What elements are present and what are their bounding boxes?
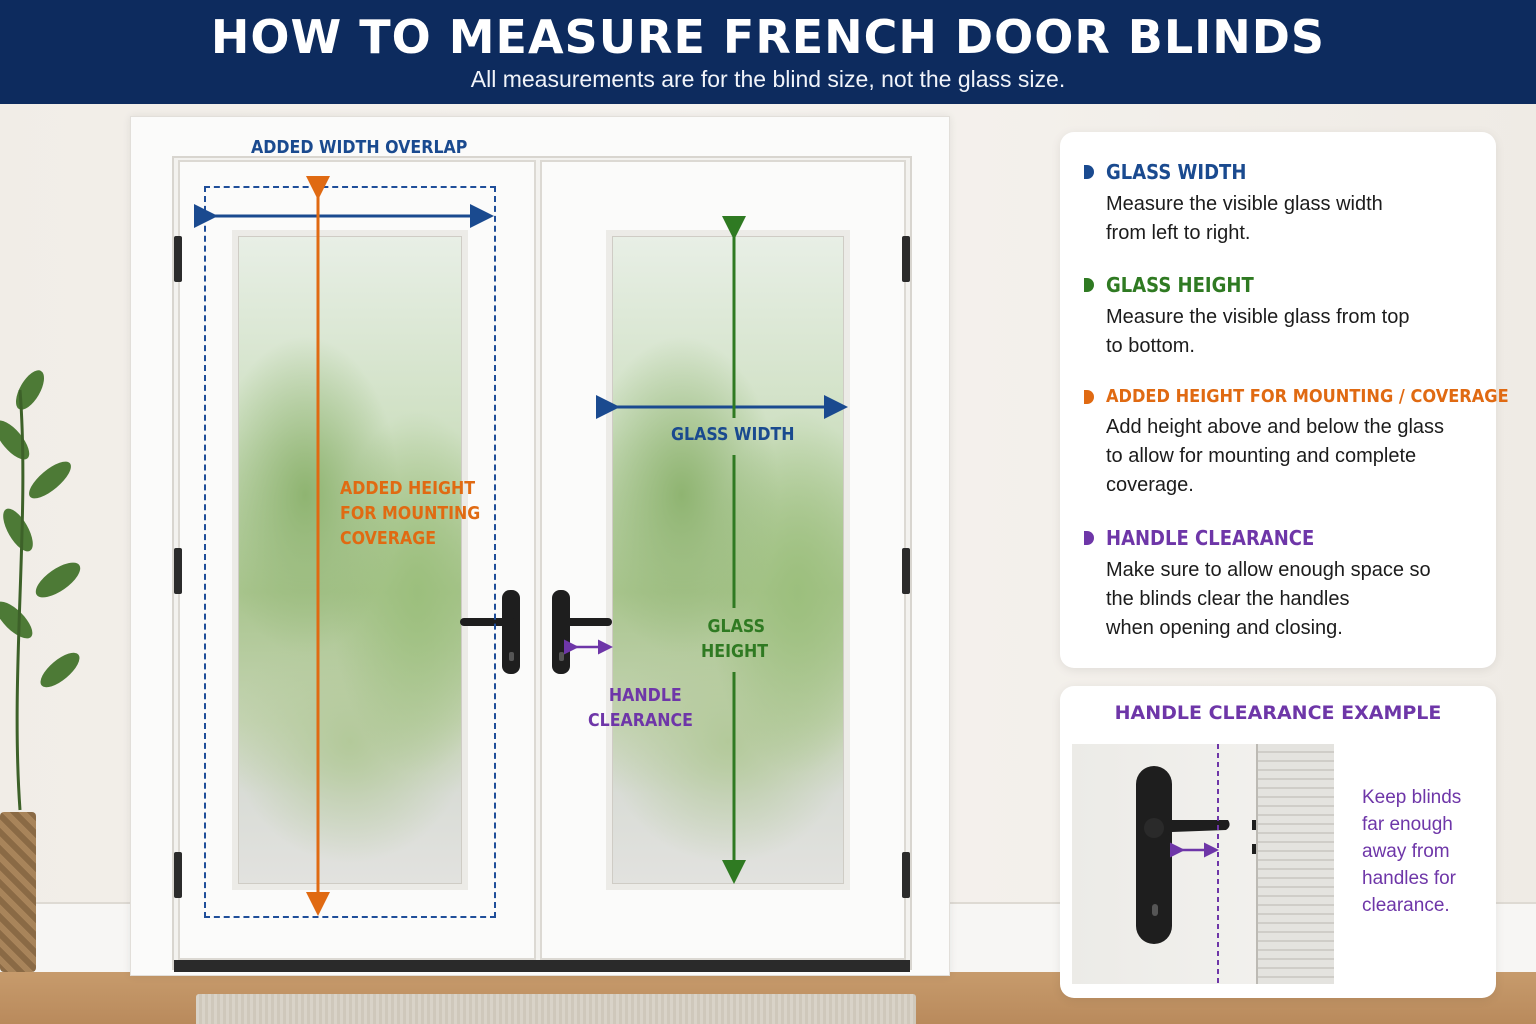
example-handle-plate	[1136, 766, 1172, 944]
section-body: Measure the visible glass width from lef…	[1106, 193, 1383, 244]
example-note: Keep blinds far enough away from handles…	[1362, 787, 1462, 916]
example-illustration	[1072, 744, 1334, 984]
left-glass-pane	[232, 230, 468, 890]
hinge-icon	[902, 852, 910, 898]
threshold	[174, 960, 910, 972]
section-added-height: ADDED HEIGHT FOR MOUNTING / COVERAGE Add…	[1084, 386, 1509, 500]
glass-height-label: GLASS HEIGHT	[701, 616, 769, 662]
left-door-handle	[502, 590, 520, 674]
section-body: Measure the visible glass from top to bo…	[1106, 306, 1410, 357]
example-title: HANDLE CLEARANCE EXAMPLE	[1114, 702, 1442, 724]
hinge-icon	[902, 548, 910, 594]
page-title: HOW TO MEASURE FRENCH DOOR BLINDS	[210, 10, 1326, 64]
bullet-icon	[1084, 278, 1094, 292]
handle-clearance-example-panel: HANDLE CLEARANCE EXAMPLE Keep blinds far…	[1060, 686, 1496, 998]
glass-width-label: GLASS WIDTH	[671, 424, 795, 445]
hinge-icon	[174, 236, 182, 282]
right-door-lever	[556, 618, 612, 626]
section-title: ADDED HEIGHT FOR MOUNTING / COVERAGE	[1106, 386, 1509, 407]
right-glass-pane	[606, 230, 850, 890]
keyhole-icon	[1152, 904, 1158, 916]
section-title: GLASS WIDTH	[1106, 160, 1247, 184]
blind-outline-dashed	[204, 186, 496, 918]
hinge-icon	[174, 548, 182, 594]
info-panel: GLASS WIDTH Measure the visible glass wi…	[1060, 132, 1509, 668]
page-subtitle: All measurements are for the blind size,…	[470, 66, 1066, 92]
bullet-icon	[1084, 531, 1094, 545]
plant-illustration	[0, 370, 90, 930]
header-banner: HOW TO MEASURE FRENCH DOOR BLINDS All me…	[0, 0, 1536, 104]
rug	[196, 994, 916, 1024]
added-height-label: ADDED HEIGHT FOR MOUNTING COVERAGE	[340, 478, 481, 549]
keyhole-icon	[509, 652, 514, 661]
section-glass-height: GLASS HEIGHT Measure the visible glass f…	[1084, 273, 1484, 361]
section-body: Add height above and below the glass to …	[1106, 416, 1445, 496]
basket	[0, 812, 36, 972]
hinge-icon	[174, 852, 182, 898]
bullet-icon	[1084, 165, 1094, 179]
hinge-icon	[902, 236, 910, 282]
section-glass-width: GLASS WIDTH Measure the visible glass wi…	[1084, 160, 1484, 248]
right-door-handle	[552, 590, 570, 674]
section-title: HANDLE CLEARANCE	[1106, 526, 1315, 550]
added-width-overlap-label: ADDED WIDTH OVERLAP	[251, 137, 468, 158]
keyhole-icon	[559, 652, 564, 661]
left-door-lever	[460, 618, 516, 626]
handle-clearance-label: HANDLE CLEARANCE	[588, 685, 693, 731]
example-lever	[1152, 818, 1230, 837]
section-title: GLASS HEIGHT	[1106, 273, 1254, 297]
blind-illustration	[1256, 744, 1334, 984]
section-body: Make sure to allow enough space so the b…	[1106, 559, 1431, 639]
bullet-icon	[1084, 389, 1094, 404]
section-handle-clearance: HANDLE CLEARANCE Make sure to allow enou…	[1084, 526, 1484, 643]
